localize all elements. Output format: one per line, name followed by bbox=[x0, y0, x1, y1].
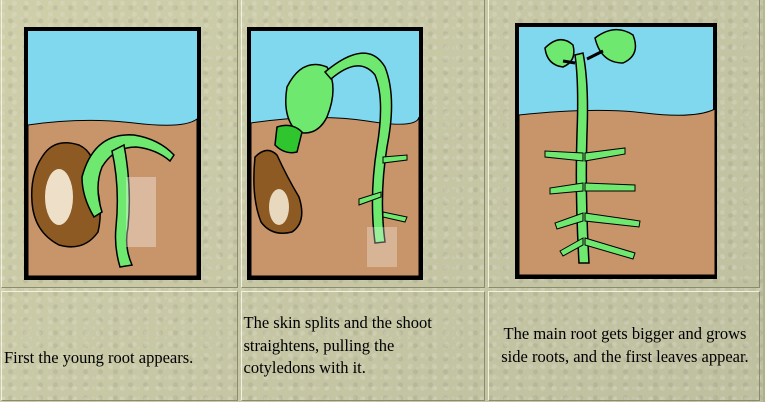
stage-3-caption: The main root gets bigger and grows side… bbox=[489, 323, 759, 369]
stage-2-illustration bbox=[247, 27, 423, 280]
stage-1-caption-cell: First the young root appears. bbox=[1, 291, 238, 401]
stage-3-illustration bbox=[515, 23, 717, 279]
captions-row: First the young root appears. The skin s… bbox=[1, 291, 760, 401]
stage-3-image-cell bbox=[488, 0, 760, 288]
stage-1-illustration bbox=[24, 27, 201, 280]
stage-2-caption: The skin splits and the shoot straighten… bbox=[242, 312, 466, 380]
stage-1-image-cell bbox=[1, 0, 238, 288]
stage-2-image-cell bbox=[241, 0, 485, 288]
images-row bbox=[1, 0, 760, 288]
stage-3-caption-cell: The main root gets bigger and grows side… bbox=[488, 291, 760, 401]
stage-1-caption: First the young root appears. bbox=[2, 323, 194, 370]
stage-2-caption-cell: The skin splits and the shoot straighten… bbox=[241, 291, 485, 401]
